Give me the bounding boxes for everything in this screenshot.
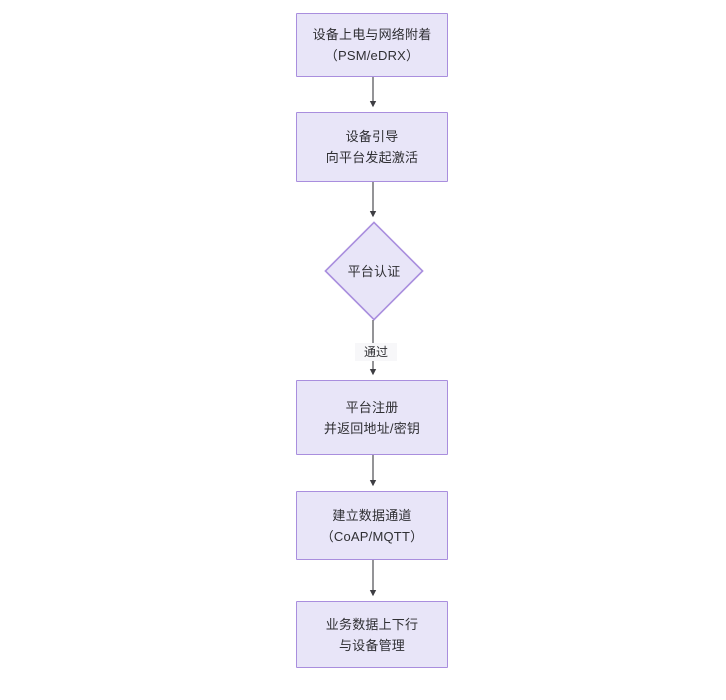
flow-node-platform-auth-decision[interactable]: 平台认证 [324, 221, 424, 321]
flow-node-label: 设备引导 向平台发起激活 [325, 129, 419, 165]
flow-node-business-data[interactable]: 业务数据上下行 与设备管理 [296, 601, 448, 668]
flow-node-label: 设备上电与网络附着 （PSM/eDRX） [312, 27, 432, 63]
flow-node-label: 业务数据上下行 与设备管理 [325, 616, 419, 653]
flow-node-label: 平台注册 并返回地址/密钥 [323, 399, 421, 436]
diamond-shape [324, 221, 424, 321]
flow-node-device-bootstrap[interactable]: 设备引导 向平台发起激活 [296, 112, 448, 182]
flow-node-platform-registration[interactable]: 平台注册 并返回地址/密钥 [296, 380, 448, 455]
flow-node-label: 平台认证 [347, 263, 401, 279]
edge-label-pass: 通过 [355, 343, 397, 361]
flow-node-device-power-on[interactable]: 设备上电与网络附着 （PSM/eDRX） [296, 13, 448, 77]
flow-node-label: 建立数据通道 （CoAP/MQTT） [320, 507, 424, 544]
flow-node-data-channel[interactable]: 建立数据通道 （CoAP/MQTT） [296, 491, 448, 560]
